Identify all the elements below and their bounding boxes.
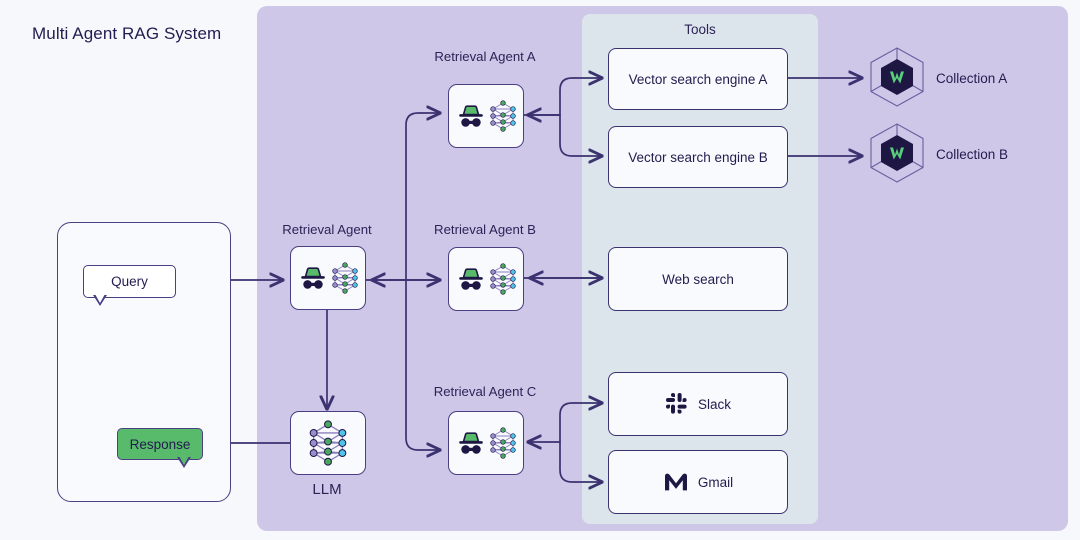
collection-b-label: Collection B: [936, 147, 1009, 162]
neural-network-icon: [331, 262, 358, 294]
weaviate-hexagon-icon: [870, 47, 924, 107]
llm-node[interactable]: [290, 411, 366, 475]
response-bubble-tail-fill: [179, 456, 189, 465]
query-bubble[interactable]: Query: [83, 265, 176, 298]
tool-web-search[interactable]: Web search: [608, 247, 788, 311]
tool-vector-search-engine-a[interactable]: Vector search engine A: [608, 48, 788, 110]
retrieval-agent-c-node[interactable]: [448, 411, 524, 475]
slack-icon: [665, 393, 687, 414]
agent-icon: [458, 105, 483, 127]
retrieval-agent-c-label: Retrieval Agent C: [433, 384, 537, 399]
neural-network-icon: [489, 427, 516, 459]
client-container: [57, 222, 231, 502]
collection-b[interactable]: [866, 122, 928, 193]
retrieval-agent-label: Retrieval Agent: [282, 222, 372, 237]
collection-a-label: Collection A: [936, 71, 1008, 86]
response-bubble[interactable]: Response: [117, 428, 203, 460]
agent-icon: [458, 268, 483, 290]
retrieval-agent-b-label: Retrieval Agent B: [434, 222, 536, 237]
agent-icon: [300, 267, 325, 289]
tool-label: Vector search engine B: [628, 149, 768, 165]
llm-label: LLM: [312, 481, 342, 498]
tool-label: Web search: [662, 271, 734, 287]
tool-gmail[interactable]: Gmail: [608, 450, 788, 514]
page-title: Multi Agent RAG System: [32, 24, 222, 43]
weaviate-hexagon-icon: [870, 123, 924, 183]
response-label: Response: [129, 436, 191, 452]
tool-slack[interactable]: Slack: [608, 372, 788, 436]
collection-a[interactable]: [866, 46, 928, 117]
tool-label: Slack: [697, 396, 731, 412]
query-bubble-tail-fill: [95, 294, 105, 303]
agent-icon: [458, 432, 483, 454]
tool-label: Vector search engine A: [628, 71, 768, 87]
retrieval-agent-a-node[interactable]: [448, 84, 524, 148]
retrieval-agent-b-node[interactable]: [448, 247, 524, 311]
tool-vector-search-engine-b[interactable]: Vector search engine B: [608, 126, 788, 188]
tool-label: Gmail: [697, 474, 734, 490]
neural-network-icon: [489, 100, 516, 132]
gmail-icon: [664, 473, 687, 491]
retrieval-agent-a-label: Retrieval Agent A: [434, 49, 536, 64]
retrieval-agent-node[interactable]: [290, 246, 366, 310]
neural-network-icon: [309, 420, 347, 466]
query-label: Query: [111, 274, 148, 289]
neural-network-icon: [489, 263, 516, 295]
tools-panel-title: Tools: [684, 22, 716, 37]
